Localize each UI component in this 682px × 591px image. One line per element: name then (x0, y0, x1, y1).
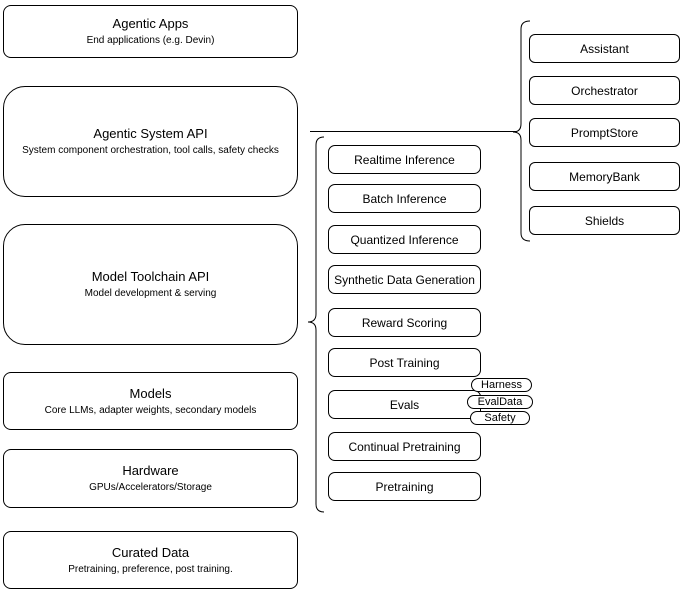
box-models: Models Core LLMs, adapter weights, secon… (3, 372, 298, 430)
toolchain-item-quantized-inference: Quantized Inference (328, 225, 481, 254)
toolchain-item-synthetic-data-generation: Synthetic Data Generation (328, 265, 481, 294)
box-title: Curated Data (111, 544, 190, 560)
box-subtitle: Core LLMs, adapter weights, secondary mo… (44, 404, 257, 416)
box-subtitle: GPUs/Accelerators/Storage (89, 482, 212, 493)
box-title: Model Toolchain API (91, 269, 210, 284)
eval-tag-harness: Harness (471, 378, 532, 392)
box-title: Agentic System API (93, 126, 208, 141)
connector-line-system-api-to-components (310, 131, 516, 132)
box-curated-data: Curated Data Pretraining, preference, po… (3, 531, 298, 589)
component-memorybank: MemoryBank (529, 162, 680, 191)
box-subtitle: Model development & serving (84, 288, 217, 299)
box-title: Hardware (122, 463, 179, 478)
toolchain-item-batch-inference: Batch Inference (328, 184, 481, 213)
box-subtitle: End applications (e.g. Devin) (86, 35, 215, 46)
brace-system-components-group (512, 20, 531, 242)
eval-tag-evaldata: EvalData (467, 395, 533, 409)
box-agentic-system-api: Agentic System API System component orch… (3, 86, 298, 197)
component-orchestrator: Orchestrator (529, 76, 680, 105)
box-hardware: Hardware GPUs/Accelerators/Storage (3, 449, 298, 508)
component-promptstore: PromptStore (529, 118, 680, 147)
box-subtitle: Pretraining, preference, post training. (68, 563, 233, 575)
box-agentic-apps: Agentic Apps End applications (e.g. Devi… (3, 5, 298, 58)
toolchain-item-pretraining: Pretraining (328, 472, 481, 501)
toolchain-item-continual-pretraining: Continual Pretraining (328, 432, 481, 461)
toolchain-item-evals: Evals (328, 390, 481, 419)
toolchain-item-post-training: Post Training (328, 348, 481, 377)
toolchain-item-reward-scoring: Reward Scoring (328, 308, 481, 337)
box-model-toolchain-api: Model Toolchain API Model development & … (3, 224, 298, 345)
brace-toolchain-group (307, 136, 325, 513)
eval-tag-safety: Safety (470, 411, 530, 425)
box-subtitle: System component orchestration, tool cal… (22, 145, 279, 156)
toolchain-item-realtime-inference: Realtime Inference (328, 145, 481, 174)
box-title: Models (129, 385, 172, 401)
component-assistant: Assistant (529, 34, 680, 63)
box-title: Agentic Apps (112, 16, 189, 31)
component-shields: Shields (529, 206, 680, 235)
